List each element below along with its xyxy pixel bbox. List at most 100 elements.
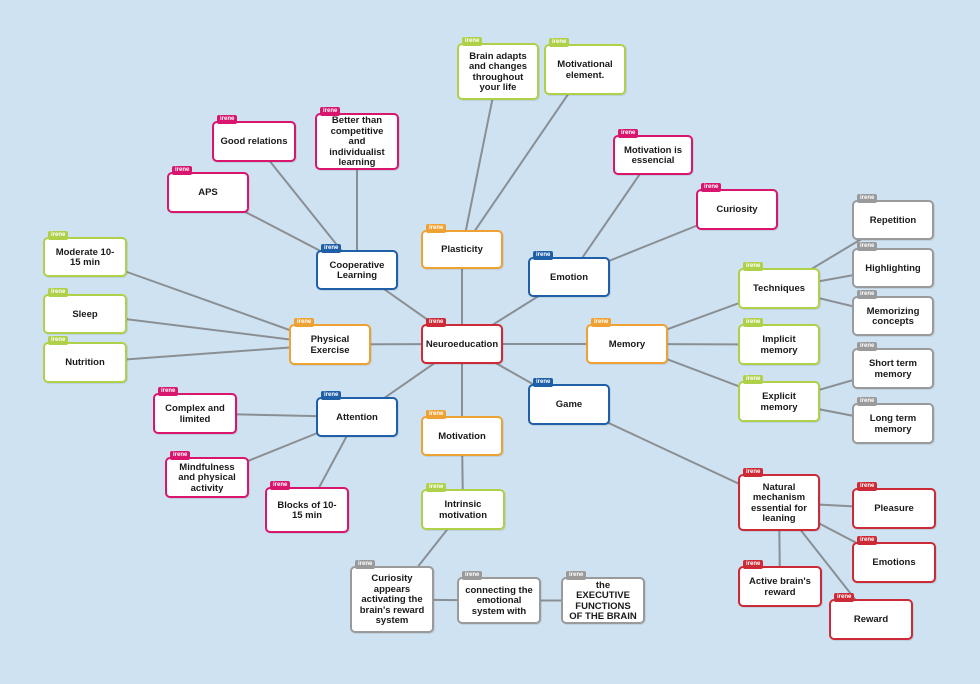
author-tag: irene — [294, 318, 315, 328]
node-label: the EXECUTIVE FUNCTIONS OF THE BRAIN — [569, 579, 637, 622]
author-tag: irene — [158, 387, 179, 397]
author-tag: irene — [618, 129, 639, 139]
node-label: Pleasure — [874, 503, 914, 515]
author-tag: irene — [857, 194, 878, 204]
node-label: Sleep — [72, 308, 98, 320]
node-label: Memory — [608, 338, 646, 350]
author-tag: irene — [857, 482, 878, 492]
author-tag: irene — [170, 451, 191, 461]
author-tag: irene — [462, 571, 483, 581]
author-tag: irene — [321, 244, 342, 254]
author-tag: irene — [533, 378, 554, 388]
author-tag: irene — [533, 251, 554, 261]
node-label: Neuroeducation — [425, 338, 499, 350]
author-tag: irene — [270, 481, 291, 491]
node-label: Game — [555, 399, 583, 411]
node-label: APS — [198, 187, 218, 199]
link-plasticity-motivational-element — [461, 68, 586, 251]
node-label: Curiosity appears activating the brain's… — [359, 573, 425, 627]
node-label: Plasticity — [441, 244, 483, 256]
node-label: Physical Exercise — [310, 334, 350, 356]
author-tag: irene — [462, 37, 483, 47]
node-label: Active brain's reward — [749, 576, 811, 598]
author-tag: irene — [743, 318, 764, 328]
node-label: Moderate 10-15 min — [55, 246, 115, 268]
node-label: Short term memory — [868, 358, 918, 380]
node-label: Blocks of 10-15 min — [277, 499, 337, 521]
author-tag: irene — [857, 536, 878, 546]
author-tag: irene — [566, 571, 587, 581]
author-tag: irene — [857, 342, 878, 352]
author-tag: irene — [320, 107, 341, 117]
author-tag: irene — [857, 242, 878, 252]
link-plasticity-brain-adapts — [461, 71, 499, 250]
author-tag: irene — [857, 290, 878, 300]
node-label: Motivational element. — [557, 59, 613, 81]
node-label: Natural mechanism essential for leaning — [751, 481, 807, 524]
node-label: connecting the emotional system with — [465, 584, 533, 617]
author-tag: irene — [743, 262, 764, 272]
author-tag: irene — [355, 560, 376, 570]
author-tag: irene — [48, 336, 69, 346]
node-label: Brain adapts and changes throughout your… — [468, 50, 528, 93]
author-tag: irene — [321, 391, 342, 401]
node-label: Memorizing concepts — [866, 305, 920, 327]
author-tag: irene — [743, 468, 764, 478]
node-label: Motivation — [438, 430, 486, 442]
author-tag: irene — [834, 593, 855, 603]
node-label: Repetition — [869, 214, 917, 226]
author-tag: irene — [549, 38, 570, 48]
link-emotion-motivation-essencial — [568, 154, 654, 278]
author-tag: irene — [426, 483, 447, 493]
node-label: Curiosity — [716, 204, 758, 216]
author-tag: irene — [743, 375, 764, 385]
node-label: Reward — [853, 614, 889, 626]
node-label: Motivation is essencial — [623, 144, 683, 166]
node-label: Long term memory — [869, 413, 917, 435]
author-tag: irene — [217, 115, 238, 125]
node-connecting[interactable]: irene connecting the emotional system wit… — [457, 571, 541, 624]
author-tag: irene — [172, 166, 193, 176]
node-label: Intrinsic motivation — [438, 499, 488, 521]
node-label: Cooperative Learning — [329, 259, 385, 281]
